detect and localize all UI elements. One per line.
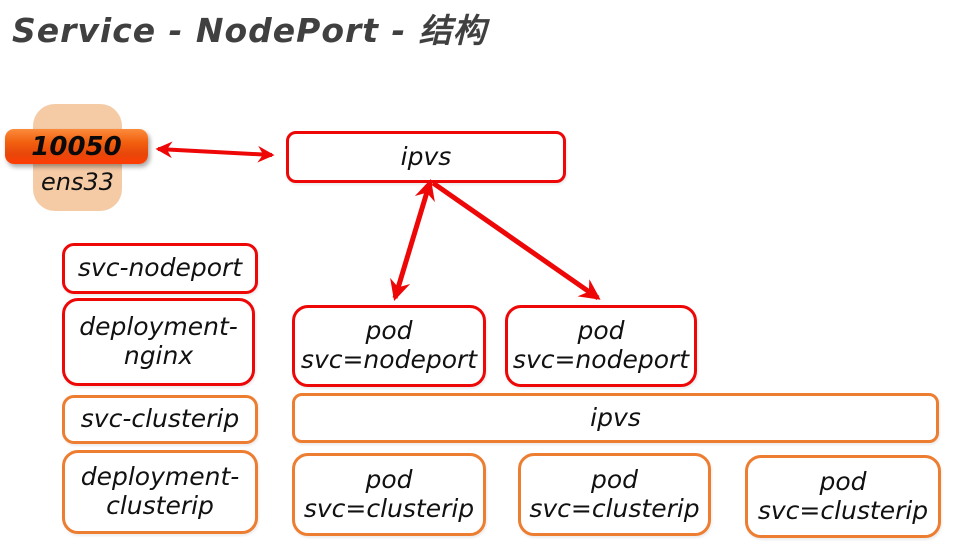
pod-nodeport-2-line2: svc=nodeport (512, 345, 690, 374)
pod-clusterip-box-1: pod svc=clusterip (292, 453, 486, 536)
pod-nodeport-box-2: pod svc=nodeport (505, 305, 697, 387)
ipvs-clusterip-box: ipvs (292, 393, 939, 443)
deployment-nginx-box: deployment- nginx (62, 298, 255, 386)
deployment-nginx-line2: nginx (123, 341, 194, 370)
deployment-nginx-line1: deployment- (79, 312, 238, 342)
ipvs-nodeport-label: ipvs (400, 141, 452, 171)
svc-clusterip-label: svc-clusterip (80, 404, 240, 434)
arrow-ipvs-to-pod1 (390, 178, 435, 302)
pod-clusterip-3-line1: pod (819, 466, 867, 496)
node-port-badge: 10050 (5, 129, 148, 164)
pod-clusterip-box-2: pod svc=clusterip (518, 453, 711, 536)
arrow-ipvs-to-pod2 (431, 180, 601, 301)
ipvs-clusterip-label: ipvs (590, 402, 641, 432)
svc-clusterip-box: svc-clusterip (62, 395, 258, 444)
ipvs-nodeport-box: ipvs (286, 131, 566, 183)
pod-clusterip-3-line2: svc=clusterip (757, 495, 929, 525)
svc-nodeport-label: svc-nodeport (77, 253, 243, 283)
pod-nodeport-2-line1: pod (577, 316, 625, 346)
pod-clusterip-2-line2: svc=clusterip (529, 493, 700, 523)
pod-clusterip-box-3: pod svc=clusterip (745, 455, 941, 538)
pod-clusterip-1-line2: svc=clusterip (303, 493, 475, 523)
page-title: Service - NodePort - 结构 (12, 11, 487, 50)
arrow-port-to-ipvs (155, 141, 275, 163)
pod-nodeport-1-line1: pod (365, 316, 413, 346)
pod-nodeport-box-1: pod svc=nodeport (292, 305, 486, 387)
pod-clusterip-2-line1: pod (590, 464, 639, 494)
deployment-clusterip-line2: clusterip (106, 491, 214, 520)
pod-clusterip-1-line1: pod (365, 464, 413, 494)
network-interface-label: ens33 (40, 168, 115, 196)
deployment-clusterip-line1: deployment- (80, 462, 240, 492)
deployment-clusterip-box: deployment- clusterip (62, 450, 258, 534)
pod-nodeport-1-line2: svc=nodeport (300, 345, 478, 374)
svc-nodeport-box: svc-nodeport (62, 243, 258, 294)
node-port-label: 10050 (31, 131, 122, 162)
